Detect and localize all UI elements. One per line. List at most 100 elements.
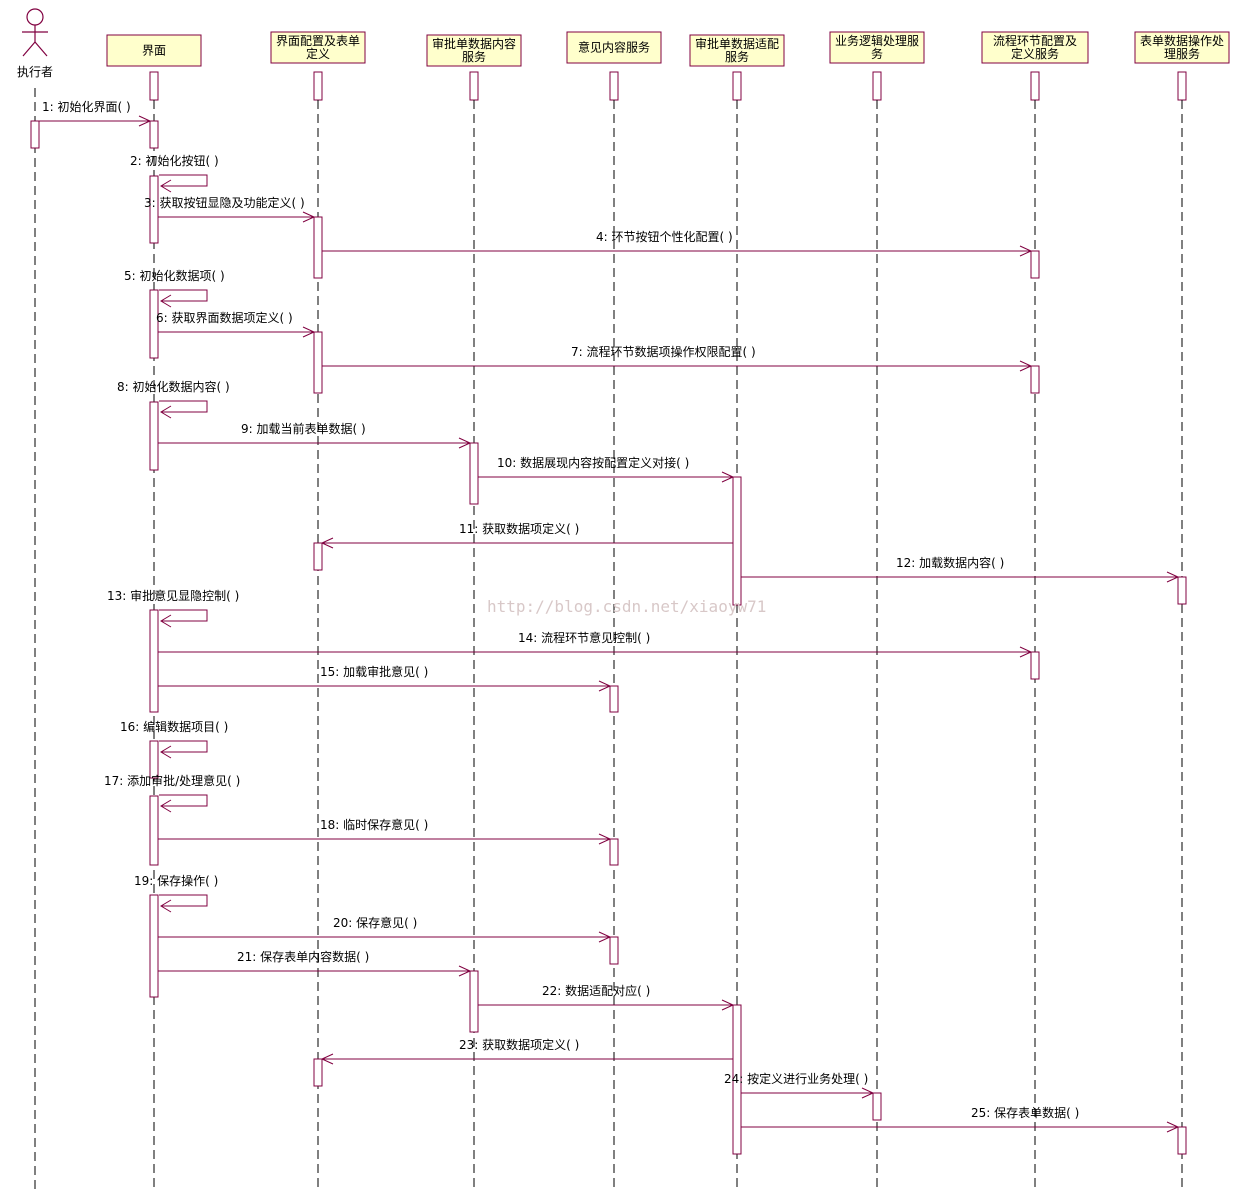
arrow-head [458, 965, 472, 977]
message-label: 12: 加载数据内容( ) [896, 555, 1004, 570]
lifeline-head-data [469, 71, 479, 101]
arrow-head [1019, 360, 1033, 372]
message-label: 10: 数据展现内容按配置定义对接( ) [497, 455, 689, 470]
activation-bar-biz [872, 1092, 882, 1121]
message-label: 19: 保存操作( ) [134, 873, 218, 888]
message-17: 17: 添加审批/处理意见( ) [104, 773, 240, 813]
lifeline-head-ui [149, 71, 159, 101]
message-6: 6: 获取界面数据项定义( ) [156, 310, 316, 338]
arrow-head [160, 899, 172, 913]
activation-bar-ui [149, 120, 159, 149]
participant-label: 定义 [306, 46, 330, 61]
participant-label: 服务 [462, 49, 486, 64]
participant-label: 业务逻辑处理服 [835, 33, 919, 48]
self-message-arrow [159, 894, 208, 907]
message-label: 1: 初始化界面( ) [42, 100, 131, 114]
arrow-head [138, 115, 152, 127]
activation-bar-actor [30, 120, 40, 149]
lifeline-head-flow [1030, 71, 1040, 101]
participant-box [106, 34, 202, 67]
message-24: 24: 按定义进行业务处理( ) [724, 1071, 875, 1099]
activation-bar-adapt [732, 1004, 742, 1155]
participant-label: 流程环节配置及 [993, 33, 1077, 48]
message-14: 14: 流程环节意见控制( ) [158, 630, 1033, 658]
participant-label: 定义服务 [1011, 46, 1059, 61]
message-11: 11: 获取数据项定义( ) [320, 521, 733, 549]
participant-box [1134, 31, 1230, 64]
activation-bar-adapt [732, 476, 742, 606]
activation-bar-cfg [313, 542, 323, 571]
message-18: 18: 临时保存意见( ) [158, 817, 612, 845]
arrow-head [320, 537, 334, 549]
message-label: 16: 编辑数据项目( ) [120, 719, 228, 734]
participant-label: 界面 [142, 44, 166, 58]
message-label: 3: 获取按钮显隐及功能定义( ) [144, 195, 305, 210]
actor-label: 执行者 [17, 65, 53, 79]
messages-layer: 1: 初始化界面( )2: 初始化按钮( )3: 获取按钮显隐及功能定义( )4… [39, 100, 1180, 1133]
participant-box [270, 31, 366, 64]
activation-bar-opinion [609, 838, 619, 866]
activation-bar-form [1177, 1126, 1187, 1155]
participant-ui: 界面 [106, 34, 202, 67]
activation-bar-opinion [609, 936, 619, 965]
message-label: 9: 加载当前表单数据( ) [241, 421, 366, 436]
participants-layer: 执行者界面界面配置及表单定义审批单数据内容服务意见内容服务审批单数据适配服务业务… [17, 8, 1230, 79]
participant-box [829, 31, 925, 64]
participant-opinion: 意见内容服务 [566, 31, 662, 64]
activation-bars-layer [30, 120, 1187, 1155]
arrow-head [160, 294, 172, 308]
message-label: 2: 初始化按钮( ) [130, 153, 219, 168]
activation-bar-flow [1030, 365, 1040, 394]
message-9: 9: 加载当前表单数据( ) [158, 421, 472, 449]
lifeline-head-opinion [609, 71, 619, 101]
message-label: 15: 加载审批意见( ) [320, 664, 428, 679]
message-15: 15: 加载审批意见( ) [158, 664, 612, 692]
arrow-head [1019, 245, 1033, 257]
arrow-head [160, 614, 172, 628]
lifeline-head-biz [872, 71, 882, 101]
message-label: 17: 添加审批/处理意见( ) [104, 773, 240, 788]
watermark-text: http://blog.csdn.net/xiaoyw71 [487, 597, 766, 616]
participant-label: 界面配置及表单 [276, 34, 360, 48]
arrow-head [1166, 1121, 1180, 1133]
message-label: 25: 保存表单数据( ) [971, 1105, 1079, 1120]
arrow-head [861, 1087, 875, 1099]
arrow-head [320, 1053, 334, 1065]
arrow-head [160, 799, 172, 813]
activation-bar-cfg [313, 1058, 323, 1087]
message-1: 1: 初始化界面( ) [39, 100, 152, 127]
lifeline-head-cfg [313, 71, 323, 101]
message-25: 25: 保存表单数据( ) [741, 1105, 1180, 1133]
participant-label: 理服务 [1164, 46, 1200, 61]
message-19: 19: 保存操作( ) [134, 873, 218, 913]
message-2: 2: 初始化按钮( ) [130, 153, 219, 193]
activation-bar-flow [1030, 250, 1040, 279]
message-label: 13: 审批意见显隐控制( ) [107, 588, 239, 603]
message-label: 22: 数据适配对应( ) [542, 983, 650, 998]
message-label: 14: 流程环节意见控制( ) [518, 630, 650, 645]
lifeline-head-form [1177, 71, 1187, 101]
arrow-head [302, 211, 316, 223]
arrow-head [598, 680, 612, 692]
message-label: 23: 获取数据项定义( ) [459, 1037, 579, 1052]
arrow-head [302, 326, 316, 338]
participant-label: 服务 [725, 49, 749, 64]
message-10: 10: 数据展现内容按配置定义对接( ) [478, 455, 735, 483]
participant-label: 审批单数据内容 [432, 36, 516, 51]
activation-bar-data [469, 442, 479, 505]
activation-bar-ui [149, 401, 159, 471]
lifeline-head-adapt [732, 71, 742, 101]
activation-bar-flow [1030, 651, 1040, 680]
message-7: 7: 流程环节数据项操作权限配置( ) [322, 344, 1033, 372]
message-8: 8: 初始化数据内容( ) [117, 379, 230, 419]
activation-bar-cfg [313, 216, 323, 279]
message-label: 6: 获取界面数据项定义( ) [156, 310, 293, 325]
activation-bar-ui [149, 175, 159, 244]
activation-bar-cfg [313, 331, 323, 394]
arrow-head [458, 437, 472, 449]
participant-box [566, 31, 662, 64]
